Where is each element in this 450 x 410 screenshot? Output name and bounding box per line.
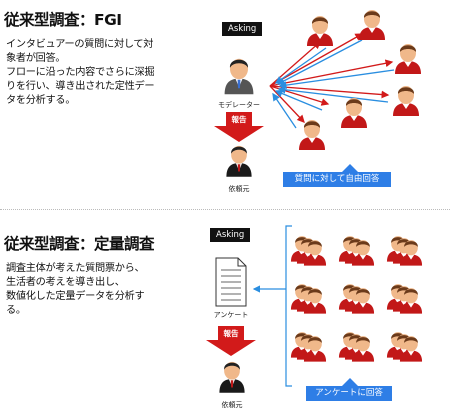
fgi-desc-line: フローに沿った内容でさらに深掘 (6, 67, 155, 78)
quant-desc-line: 生活者の考えを導き出し、 (6, 277, 125, 288)
participant-icon (395, 44, 421, 74)
quant-report-label: 報告 (223, 329, 239, 338)
client-icon (219, 361, 245, 393)
fgi-answer-box: 質問に対して自由回答 (283, 172, 391, 187)
answer-arrows (272, 39, 395, 129)
quant-description: 調査主体が考えた質問票から、 生活者の考えを導き出し、 数値化した定量データを分… (6, 262, 145, 318)
callout-pointer (342, 378, 358, 386)
fgi-desc-line: インタビュアーの質問に対して対 (6, 39, 154, 50)
fgi-diagram (214, 10, 421, 177)
participant-icon (307, 16, 333, 46)
respondent-group-icon (291, 236, 326, 266)
quant-desc-line: 数値化した定量データを分析す (6, 291, 145, 302)
participant-icon (359, 10, 385, 40)
quant-diagram (206, 225, 450, 393)
respondent-group-icon (387, 284, 422, 314)
quant-desc-line: 調査主体が考えた質問票から、 (6, 263, 145, 274)
quant-asking-label: Asking (210, 228, 251, 242)
participant-icon (299, 120, 325, 150)
fgi-description: インタビュアーの質問に対して対 象者が回答。 フローに沿った内容でさらに深掘 り… (6, 38, 155, 108)
respondent-group-icon (339, 332, 374, 362)
fgi-heading: 従来型調査：FGI (4, 11, 122, 29)
moderator-icon (224, 58, 254, 95)
questionnaire-label: アンケート (213, 311, 249, 319)
quant-client-label: 依頼元 (221, 401, 243, 409)
bracket (285, 225, 292, 387)
questionnaire-icon (215, 257, 247, 307)
fgi-desc-line: タを分析する。 (6, 95, 76, 106)
callout-pointer (342, 164, 358, 172)
respondent-group-icon (387, 332, 422, 362)
fgi-client-label: 依頼元 (228, 185, 250, 193)
participant-icon (393, 86, 419, 116)
fgi-section: 従来型調査：FGI インタビュアーの質問に対して対 象者が回答。 フローに沿った… (4, 10, 421, 193)
quant-desc-line: る。 (6, 305, 26, 316)
respondent-group-icon (339, 284, 374, 314)
client-icon (226, 145, 252, 177)
moderator-label: モデレーター (218, 101, 260, 109)
respondent-group-icon (291, 332, 326, 362)
fgi-desc-line: 象者が回答。 (6, 53, 66, 64)
section-divider (0, 209, 450, 210)
participant-icon (341, 98, 367, 128)
quant-answer-box: アンケートに回答 (306, 386, 392, 401)
fgi-report-label: 報告 (231, 115, 247, 124)
respondent-group-icon (291, 284, 326, 314)
quant-section: 従来型調査：定量調査 調査主体が考えた質問票から、 生活者の考えを導き出し、 数… (0, 214, 450, 409)
respondent-group-icon (339, 236, 374, 266)
report-arrow (206, 326, 256, 356)
report-arrow (214, 112, 264, 142)
fgi-desc-line: りを行い、導き出された定性デー (6, 81, 155, 92)
fgi-asking-label: Asking (222, 22, 263, 36)
quant-heading: 従来型調査：定量調査 (4, 235, 155, 253)
respondent-group-icon (387, 236, 422, 266)
